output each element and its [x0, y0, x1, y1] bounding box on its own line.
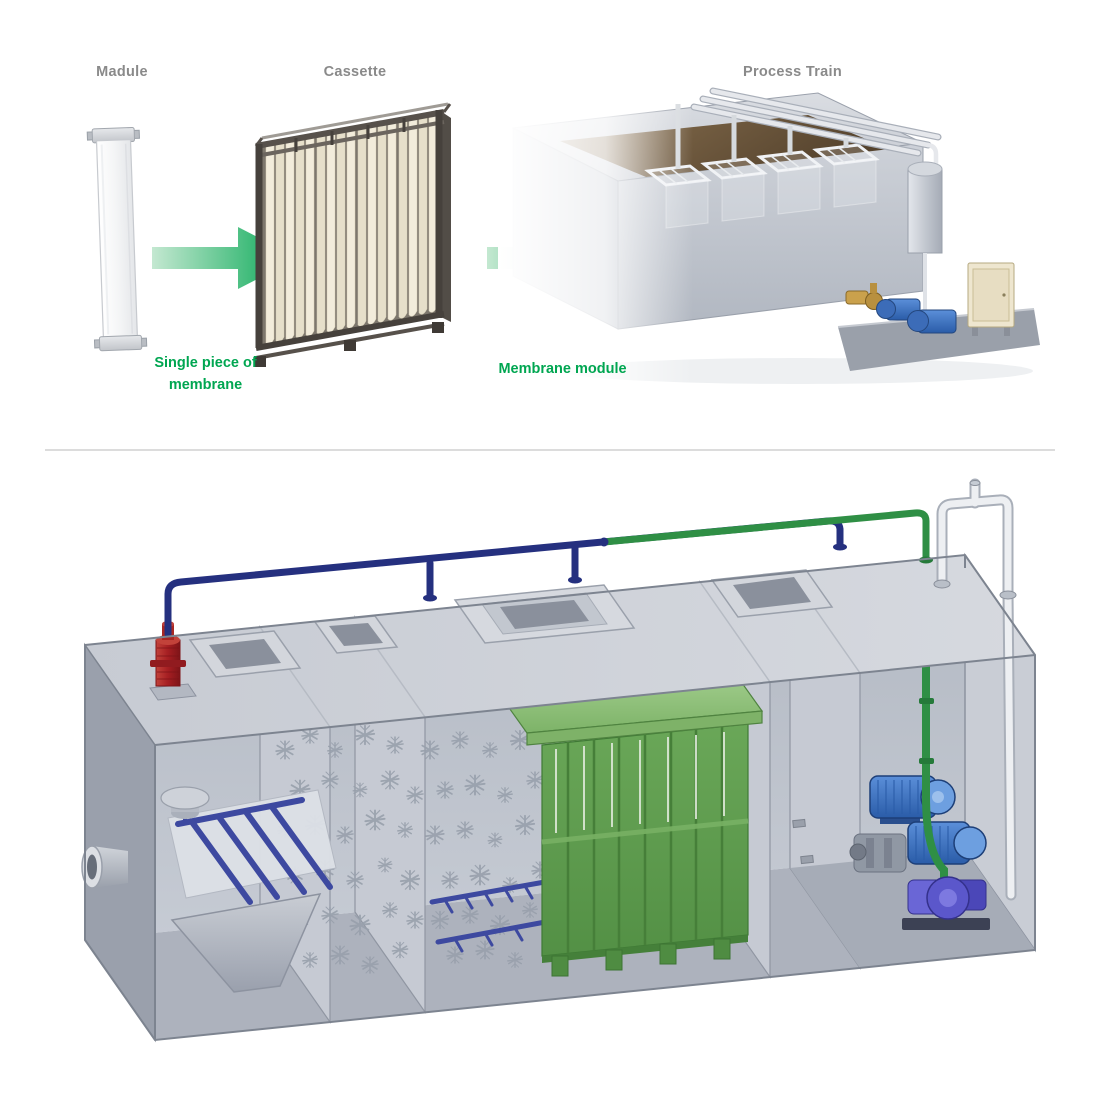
- inlet-port: [81, 845, 128, 889]
- left-fade: [498, 83, 693, 388]
- process-train-label: Process Train: [742, 64, 842, 80]
- cassette-hoses: [555, 732, 725, 833]
- cassette-sheets: [265, 110, 438, 345]
- roof-hatch-large: [453, 584, 636, 644]
- membrane-cassette-module: [505, 682, 764, 977]
- permeate-pump-purple: [902, 876, 990, 930]
- module-bottom-cap: [98, 334, 143, 352]
- roof-pipe-green: [599, 509, 933, 564]
- process-train-graphic: [498, 83, 1040, 388]
- roof-hatch: [188, 630, 302, 678]
- blue-pump-2: [907, 309, 957, 334]
- permeate-drop-pipe-green: [922, 660, 948, 886]
- wall-fittings: [792, 818, 814, 865]
- membrane-module-caption: Membrane module: [498, 361, 627, 377]
- roof-hatch: [313, 615, 399, 654]
- membrane-cassette-graphic: [254, 102, 452, 367]
- single-piece-caption: Single piece of membrane: [133, 352, 278, 396]
- plant-cutaway-graphic: [81, 478, 1036, 1043]
- train-membrane-tanks: [644, 143, 880, 229]
- aeration-grid-pipes: [175, 797, 333, 905]
- caption-line: membrane: [168, 377, 243, 393]
- roof-hatches: [188, 569, 834, 678]
- module-label: Madule: [96, 64, 148, 80]
- blower-gray: [849, 833, 907, 873]
- cassette-frame: [254, 102, 452, 367]
- diffuser-dome: [160, 786, 210, 822]
- carrier-zone-aeration-pipes: [429, 877, 559, 953]
- section-divider: [45, 449, 1055, 451]
- cassette-label: Cassette: [323, 64, 387, 80]
- roof-hatch: [710, 569, 834, 618]
- first-compartment: [160, 786, 337, 993]
- cassette-legs: [551, 938, 731, 977]
- sludge-hopper: [170, 893, 322, 993]
- blower-motor-2: [907, 821, 987, 865]
- control-cabinet: [967, 262, 1015, 336]
- roof-pipe-navy: [164, 517, 844, 638]
- vent-pipes-white: [933, 478, 1017, 901]
- caption-line: Single piece of: [154, 355, 257, 371]
- container-outline: [84, 553, 1036, 1042]
- single-membrane-sheet-graphic: [86, 127, 148, 352]
- equipment-room: [790, 660, 1035, 968]
- train-cylinder-tank: [907, 161, 943, 315]
